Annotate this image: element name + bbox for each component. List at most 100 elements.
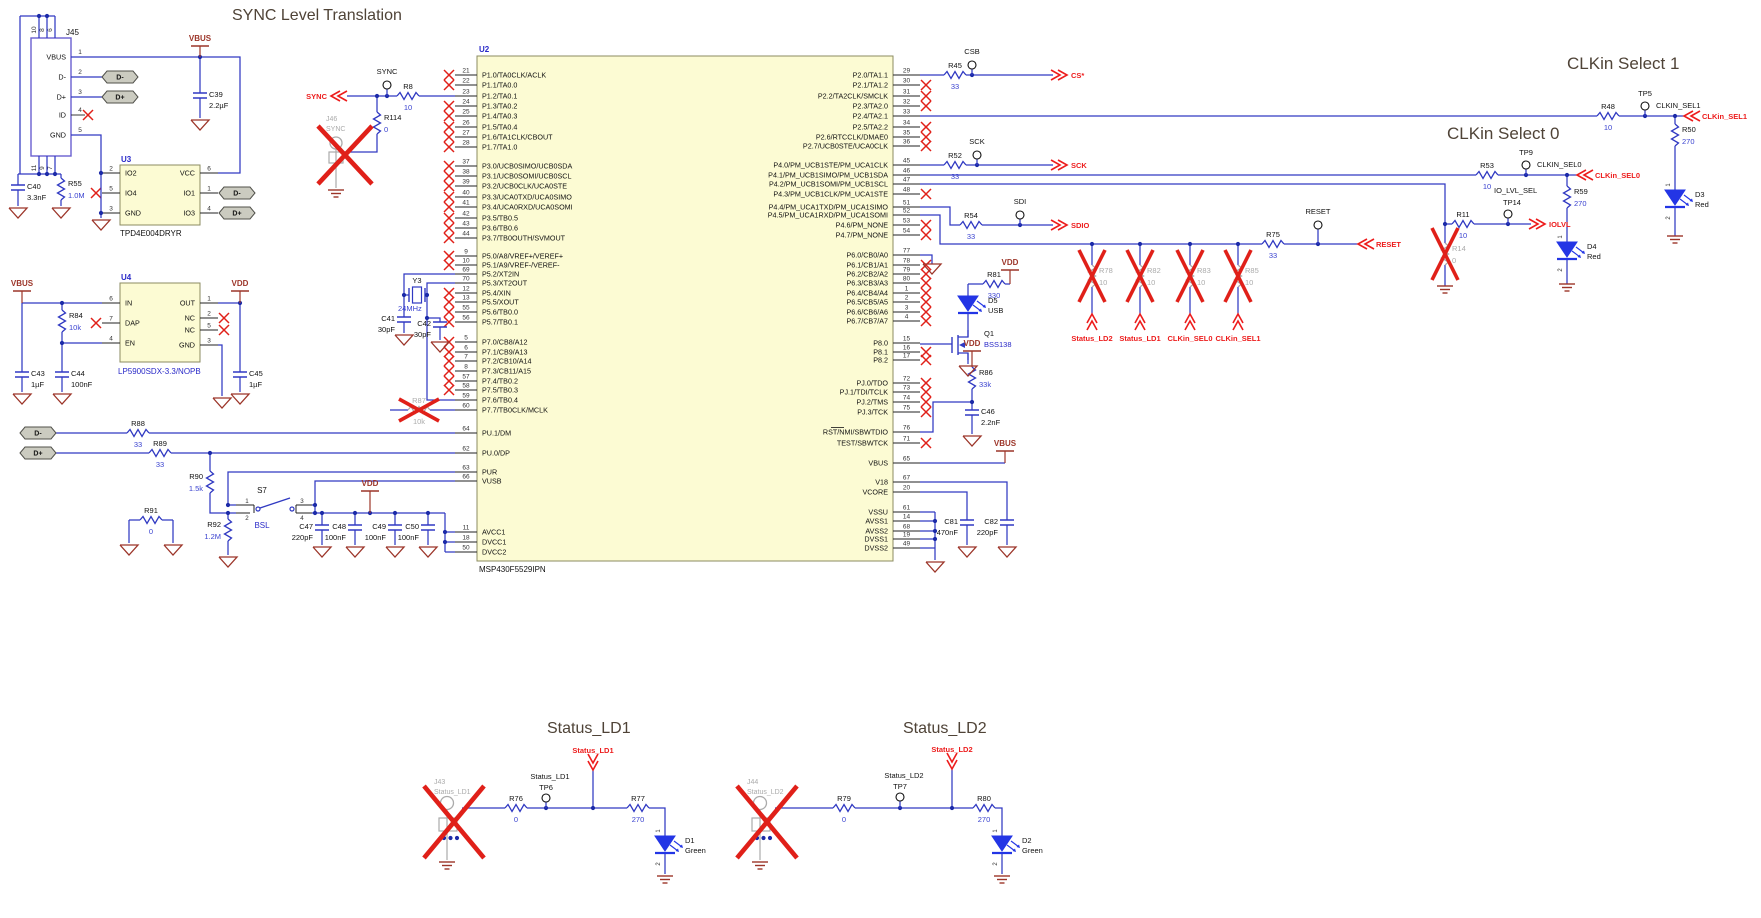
pin-number: 63 (462, 465, 470, 472)
offpage-chevron (1356, 238, 1368, 250)
pin-number: 46 (903, 168, 911, 175)
pin-name: P7.2/CB10/A14 (482, 357, 532, 366)
offpage-label: RESET (1376, 240, 1401, 249)
no-connect-x (920, 296, 932, 308)
pin-number: 72 (903, 376, 911, 383)
mosfet-ref: Q1 (984, 329, 994, 338)
resistor-value: 33 (967, 232, 975, 241)
pin-number: 67 (903, 475, 911, 482)
testpoint (1640, 101, 1650, 111)
pin-number: 61 (903, 505, 911, 512)
resistor-value: 270 (632, 815, 645, 824)
pin-number: 11 (31, 164, 38, 171)
ground-symbol (385, 546, 406, 558)
resistor-ref: R53 (1480, 161, 1494, 170)
offpage-label: CLKin_SEL1 (1215, 334, 1260, 343)
wire (312, 480, 455, 506)
resistor-value: 0 (842, 815, 846, 824)
mosfet-drain (958, 330, 969, 338)
resistor-value: 33 (951, 82, 959, 91)
pin-number: 75 (903, 405, 911, 412)
testpoint-label: TP9 (1519, 148, 1533, 157)
no-connect-x (90, 187, 102, 199)
wire (649, 807, 666, 836)
ground-symbol (190, 119, 211, 131)
led-D2 (991, 835, 1013, 852)
led-pin-number: 1 (1558, 235, 1564, 239)
offpage-chevron (1232, 319, 1244, 331)
resistor-value: 0 (1452, 256, 1456, 265)
switch-contact (255, 506, 261, 512)
no-connect-x (920, 229, 932, 241)
pin-name: P4.2/PM_UCB1SOMI/PM_UCB1SCL (769, 180, 888, 189)
pin-number: 59 (462, 393, 470, 400)
pin-name: P5.5/XOUT (482, 298, 519, 307)
pin-number: 7 (464, 354, 468, 361)
mosfet-part: BSS138 (984, 340, 1012, 349)
pin-number: 3 (905, 305, 909, 312)
no-connect-x (443, 384, 455, 396)
led-pin-number: 2 (656, 862, 662, 866)
pin-number: 38 (462, 169, 470, 176)
ic-partnumber: MSP430F5529IPN (479, 565, 546, 574)
resistor-value: 10k (69, 323, 81, 332)
pin-name: P3.3/UCA0TXD/UCA0SIMO (482, 193, 572, 202)
pin-name: NC (185, 326, 195, 335)
resistor-ref: R90 (189, 472, 203, 481)
pin-name: P6.3/CB3/A3 (846, 279, 888, 288)
net-label-text: D+ (115, 95, 124, 102)
net-label-hex (101, 70, 139, 84)
testpoint-label: TP5 (1638, 89, 1652, 98)
no-connect-x (920, 131, 932, 143)
pin-number: 2 (207, 311, 211, 318)
capacitor-ref: C43 (31, 369, 45, 378)
resistor-R59 (1562, 185, 1572, 209)
no-connect-x (90, 317, 102, 329)
led-arrowhead (982, 304, 986, 308)
section-title: Status_LD2 (903, 720, 987, 737)
pin-name: P3.2/UCB0CLK/UCA0STE (482, 182, 567, 191)
resistor-value: 0 (384, 125, 388, 134)
pin-number: 17 (903, 353, 911, 360)
pin-name: P8.1 (873, 348, 888, 357)
no-connect-x (920, 259, 932, 271)
pin-name: P4.5/PM_UCA1RXD/PM_UCA1SOMI (768, 211, 888, 220)
resistor-value: 0 (149, 527, 153, 536)
pin-number: 5 (207, 323, 211, 330)
pin-name: IN (125, 299, 132, 308)
no-connect-x (443, 250, 455, 262)
pin-name: P3.7/TB0OUTH/SVMOUT (482, 234, 566, 243)
pin-name: P4.6/PM_NONE (836, 221, 889, 230)
junction-dot (454, 835, 460, 841)
resistor-value: 1.2M (204, 532, 221, 541)
offpage-label: CLKin_SEL0 (1595, 171, 1640, 180)
resistor-R48 (1596, 111, 1620, 121)
pin-name: P7.7/TB0CLK/MCLK (482, 406, 548, 415)
capacitor-ref: C42 (417, 319, 431, 328)
no-connect-x (443, 375, 455, 387)
no-connect-x (920, 121, 932, 133)
junction-dot (1235, 241, 1241, 247)
testpoint-label: SDI (1014, 197, 1027, 206)
pin-number: 74 (903, 395, 911, 402)
pin-name: P3.6/TB0.6 (482, 224, 518, 233)
pin-name: AVSS2 (865, 527, 888, 536)
pin-number: 73 (903, 385, 911, 392)
power-flag-label: VDD (1002, 258, 1019, 267)
resistor-ref: R89 (153, 439, 167, 448)
resistor-ref: R8 (403, 82, 413, 91)
dnp-x (1175, 249, 1205, 303)
pin-number: 76 (903, 425, 911, 432)
offpage-chevron (1582, 169, 1594, 181)
offpage-chevron (946, 752, 958, 764)
pin-number: 62 (462, 446, 470, 453)
pin-name: P2.6/RTCCLK/DMAE0 (816, 133, 888, 142)
led-ref: D1 (685, 836, 695, 845)
pin-name: PJ.1/TDI/TCLK (840, 388, 889, 397)
offpage-chevron (587, 753, 599, 765)
capacitor-value: 470nF (937, 528, 959, 537)
testpoint (1521, 160, 1531, 170)
testpoint (1015, 210, 1025, 220)
switch-pin: 2 (245, 515, 249, 522)
